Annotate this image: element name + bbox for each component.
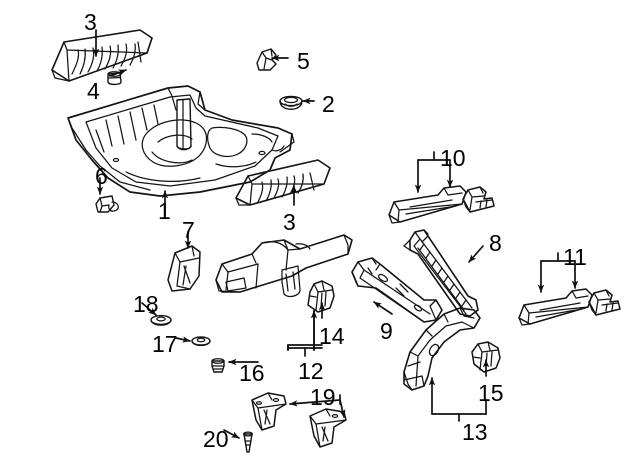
callout-3-upper: 3 (84, 9, 97, 35)
part-2-grommet (279, 95, 303, 110)
bracket-connectors (287, 151, 576, 422)
callout-19: 19 (310, 384, 336, 410)
callout-17: 17 (152, 331, 178, 357)
callout-18: 18 (133, 291, 159, 317)
part-12-side-rail (215, 234, 353, 298)
part-6-bracket (95, 195, 119, 213)
part-9-crossmember (351, 257, 443, 323)
part-7-reinforcement (167, 245, 201, 292)
callout-6: 6 (95, 163, 108, 189)
part-10-reinforcement-set (388, 185, 495, 224)
part-16-bolt (211, 358, 225, 373)
callout-2: 2 (322, 91, 335, 117)
part-5-bracket (256, 48, 277, 71)
part-13-side-rail (403, 307, 481, 391)
part-17-washer (191, 336, 211, 347)
bracket-12 (287, 310, 315, 351)
callout-8: 8 (489, 230, 502, 256)
callout-20: 20 (203, 426, 229, 452)
part-1-rear-floor-pan (67, 85, 295, 197)
part-3-crossmember-upper (51, 29, 153, 82)
leader-lines (92, 29, 579, 439)
callout-1: 1 (158, 198, 171, 224)
callout-14: 14 (319, 323, 345, 349)
callout-4: 4 (87, 78, 100, 104)
callout-3-lower: 3 (283, 209, 296, 235)
part-14-clip (307, 280, 335, 313)
callout-11: 11 (563, 244, 587, 270)
part-11-reinforcement-set (518, 288, 621, 326)
part-20-bolt (242, 431, 254, 453)
callout-9: 9 (380, 318, 393, 344)
part-8-ribbed-crossmember (403, 229, 479, 317)
callout-12: 12 (298, 358, 324, 384)
callout-13: 13 (462, 419, 488, 445)
callout-10: 10 (440, 145, 466, 171)
callout-7: 7 (182, 217, 195, 243)
callout-15: 15 (478, 380, 504, 406)
callout-5: 5 (297, 48, 310, 74)
part-19-bracket-pair (251, 392, 347, 448)
part-18-washer (150, 314, 172, 326)
callout-16: 16 (239, 360, 265, 386)
